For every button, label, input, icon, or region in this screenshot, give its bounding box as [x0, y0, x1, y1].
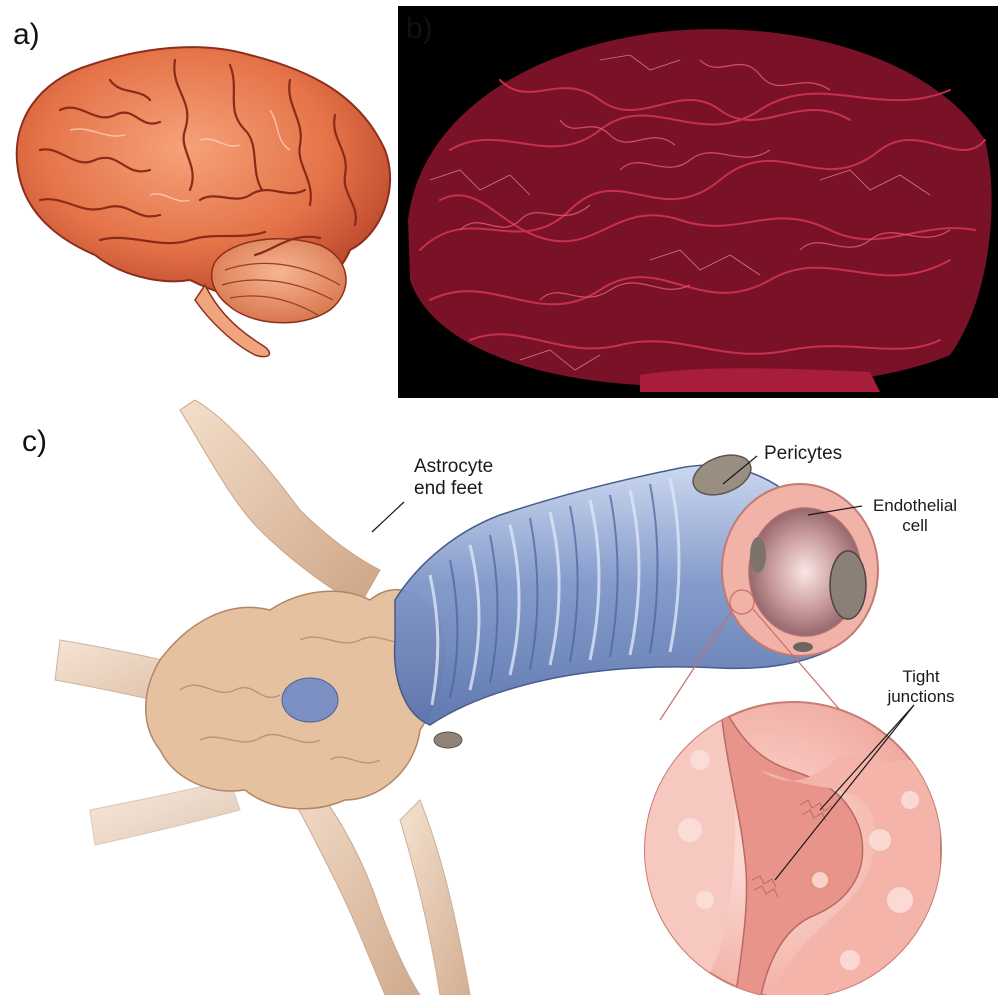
tight-label-line2: junctions: [866, 687, 976, 707]
tight-label-line1: Tight: [866, 667, 976, 687]
endothelial-label-line2: cell: [862, 516, 968, 536]
endothelial-cell-label: Endothelial cell: [862, 496, 968, 536]
astrocyte-end-feet-label: Astrocyte end feet: [414, 456, 493, 500]
panel-c-label: c): [22, 425, 47, 459]
astrocyte-label-line2: end feet: [414, 478, 493, 500]
brain-illustration: [17, 47, 390, 357]
panel-b-label: b): [406, 12, 433, 46]
tight-junction-inset: [640, 700, 941, 995]
blood-brain-barrier-illustration: [55, 400, 941, 995]
pericytes-label: Pericytes: [764, 443, 842, 465]
panel-a-label: a): [13, 18, 40, 52]
astrocyte-label-line1: Astrocyte: [414, 456, 493, 478]
vascular-cast-photo: [398, 6, 998, 398]
endothelial-label-line1: Endothelial: [862, 496, 968, 516]
tight-junctions-label: Tight junctions: [866, 667, 976, 707]
